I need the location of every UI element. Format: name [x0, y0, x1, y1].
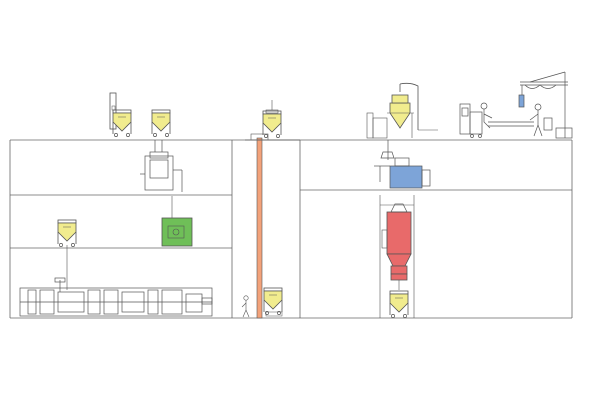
second-floor-equipment: [57, 195, 415, 318]
operator-workstation: [459, 102, 534, 138]
jib-crane: [518, 71, 573, 139]
third-floor-equipment: [140, 140, 431, 192]
coating-drum: [161, 196, 193, 247]
operator-figure: [241, 295, 250, 318]
ibc-bin: [112, 109, 132, 138]
floor-lines: [9, 139, 573, 319]
ibc-bin: [57, 219, 77, 248]
discharge-bin: [389, 280, 409, 319]
lift-bin: [262, 110, 282, 139]
blue-mixer: [374, 140, 431, 189]
blender: [366, 82, 438, 139]
hopper-station: [140, 140, 183, 192]
ibc-bin: [151, 109, 171, 138]
elevator-shaft: [245, 133, 300, 319]
top-floor-equipment: [109, 71, 573, 139]
tablet-press-line: [19, 277, 213, 317]
ground-floor-equipment: [19, 277, 409, 319]
fluid-bed-dryer: [379, 195, 415, 318]
lift-bin: [263, 287, 283, 316]
